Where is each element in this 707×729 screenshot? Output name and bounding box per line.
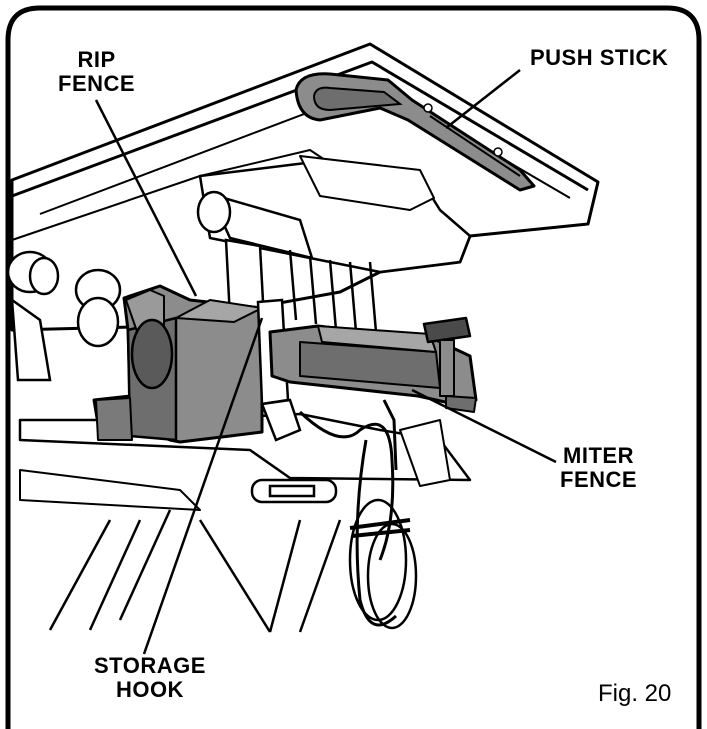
- miter-fence-label: MITER FENCE: [560, 444, 637, 492]
- dust-port-handle: [196, 190, 378, 333]
- push-stick-label: PUSH STICK: [530, 46, 668, 70]
- figure-caption: Fig. 20: [598, 680, 672, 707]
- cord-clip: [250, 478, 338, 504]
- push-stick-label-line1: PUSH STICK: [530, 45, 669, 70]
- leader-rip-fence: [94, 99, 198, 297]
- rip-fence-label-line1: RIP: [77, 47, 116, 72]
- leader-push-stick: [445, 69, 521, 129]
- rip-fence-label-line2: FENCE: [58, 71, 136, 96]
- storage-hook-label: STORAGE HOOK: [94, 654, 206, 702]
- rip-fence-part: [92, 284, 264, 444]
- power-cord: [298, 399, 418, 630]
- miter-fence-part: [268, 316, 478, 413]
- miter-fence-label-line1: MITER: [563, 443, 634, 468]
- miter-fence-label-line2: FENCE: [560, 467, 638, 492]
- storage-hook-label-line1: STORAGE: [94, 653, 206, 678]
- blade-crank: [6, 250, 122, 382]
- leader-lines: [94, 69, 557, 655]
- push-stick-part: [294, 72, 536, 192]
- leader-storage-hook: [142, 317, 264, 655]
- figure-frame: [5, 5, 702, 729]
- storage-hook-label-line2: HOOK: [115, 677, 184, 702]
- leader-miter-fence: [411, 388, 557, 464]
- rip-fence-label: RIP FENCE: [58, 48, 135, 96]
